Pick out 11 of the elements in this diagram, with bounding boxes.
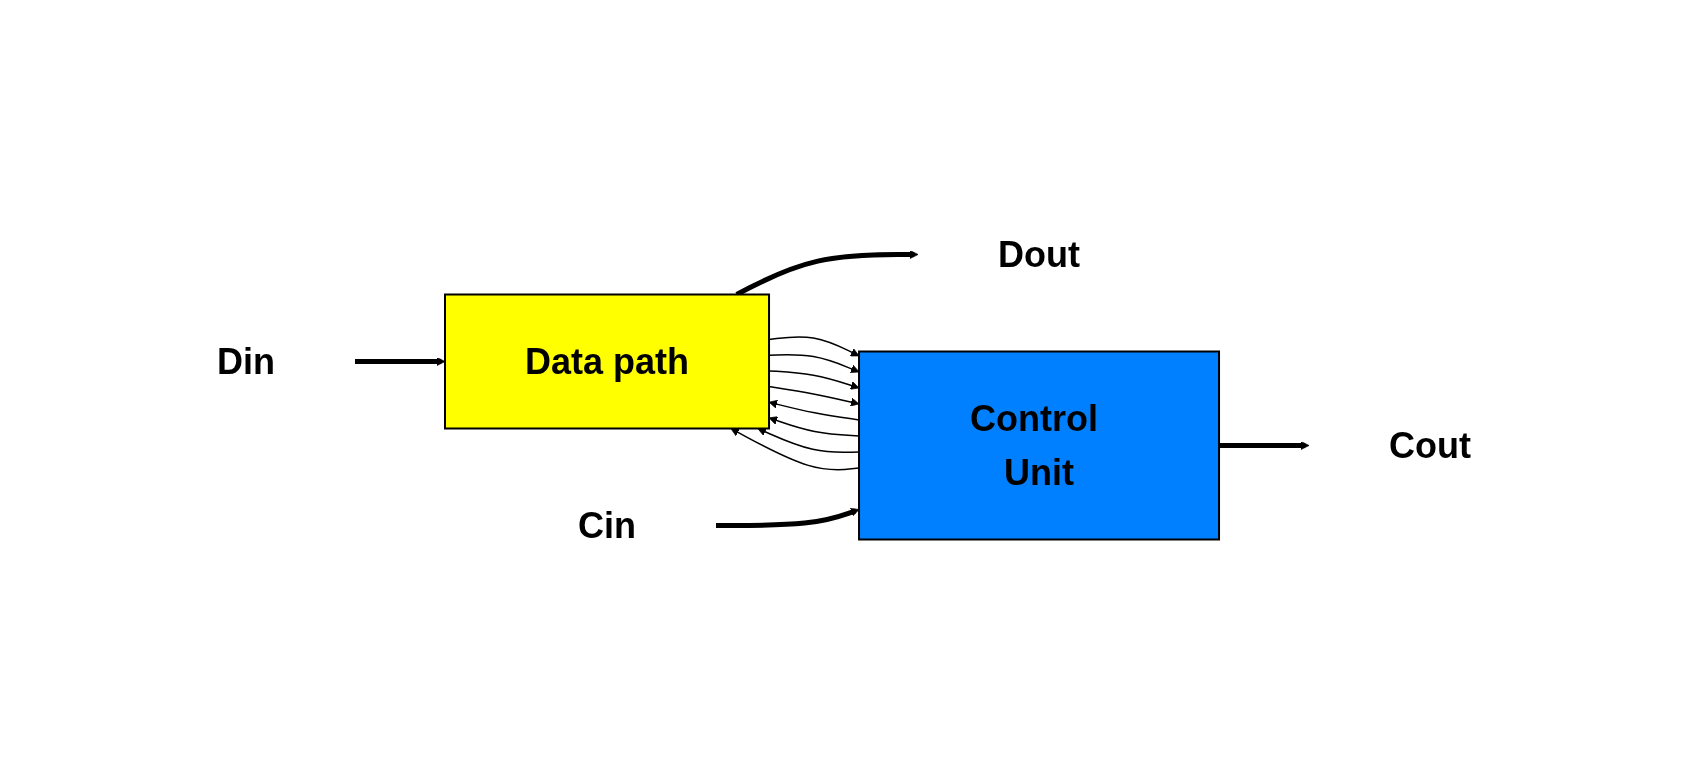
node-box: Control Unit: [858, 350, 1221, 540]
arrow: [730, 427, 860, 471]
node-box: Data path: [444, 293, 771, 429]
arrow: [716, 507, 860, 528]
arrow: [757, 427, 860, 453]
node-text: Din: [217, 340, 275, 381]
node-text: Cout: [1389, 424, 1471, 465]
node-text: Cin: [578, 504, 637, 545]
arrow: [355, 356, 446, 366]
arrow: [1219, 440, 1310, 450]
node-text: Dout: [998, 233, 1081, 274]
